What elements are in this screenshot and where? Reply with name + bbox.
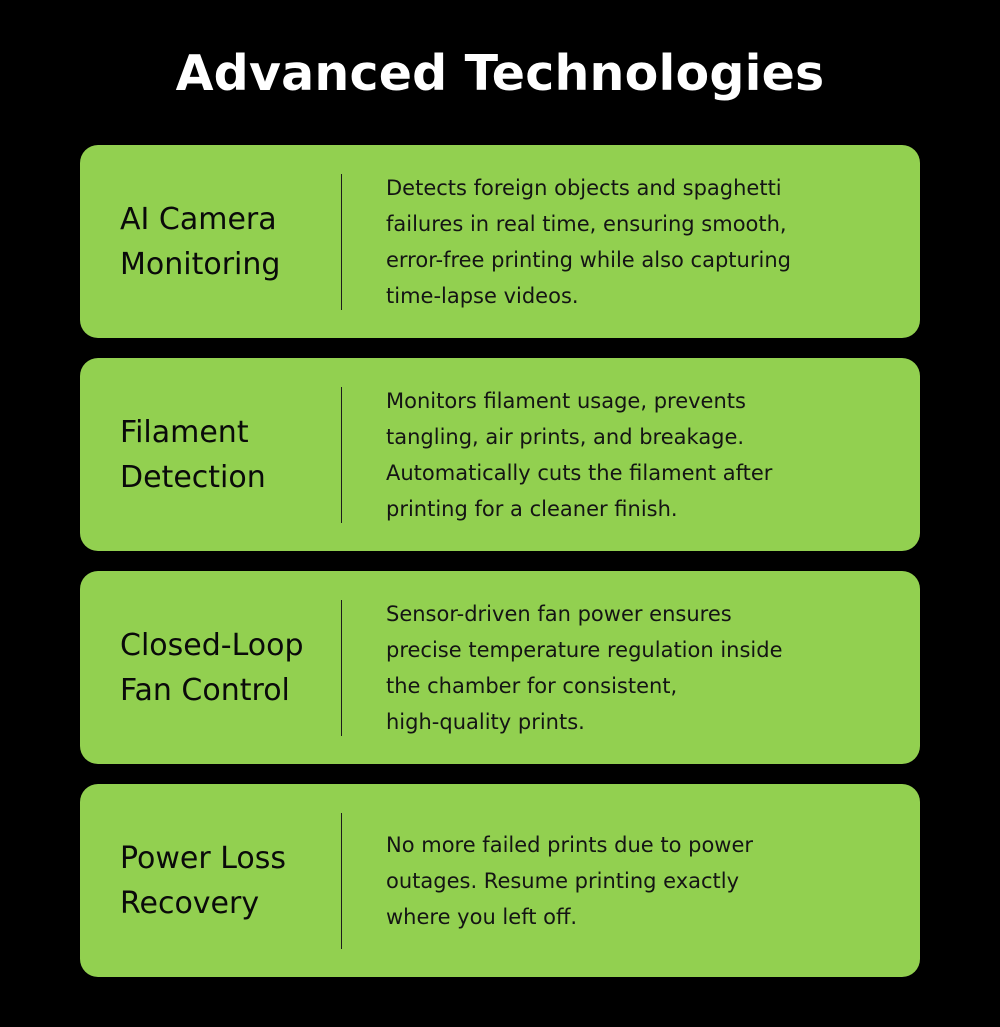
card-divider	[341, 174, 342, 310]
feature-card-title: Power Loss Recovery	[120, 840, 287, 921]
feature-card-filament-detection: Filament Detection Monitors filament usa…	[80, 358, 920, 551]
card-divider	[341, 600, 342, 736]
feature-card-description: Detects foreign objects and spaghetti fa…	[386, 175, 791, 308]
feature-card-description: Monitors filament usage, prevents tangli…	[386, 388, 773, 521]
feature-card-power-loss-recovery: Power Loss Recovery No more failed print…	[80, 784, 920, 977]
feature-card-closed-loop-fan-control: Closed-Loop Fan Control Sensor-driven fa…	[80, 571, 920, 764]
card-divider	[341, 813, 342, 949]
card-divider	[341, 387, 342, 523]
feature-card-description: Sensor-driven fan power ensures precise …	[386, 601, 783, 734]
feature-card-list: AI Camera Monitoring Detects foreign obj…	[80, 145, 920, 997]
feature-card-title: AI Camera Monitoring	[120, 201, 281, 282]
feature-card-ai-camera-monitoring: AI Camera Monitoring Detects foreign obj…	[80, 145, 920, 338]
feature-card-description: No more failed prints due to power outag…	[386, 832, 754, 929]
feature-card-title: Closed-Loop Fan Control	[120, 627, 304, 708]
feature-card-title: Filament Detection	[120, 414, 266, 495]
page-title: Advanced Technologies	[175, 45, 825, 102]
